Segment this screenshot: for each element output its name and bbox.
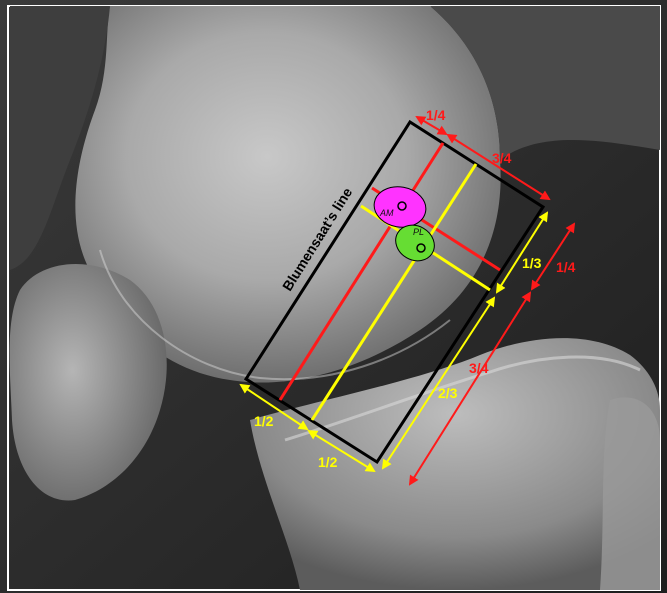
right-three-quarter-label: 3/4 xyxy=(469,360,489,376)
fibula-bone xyxy=(600,397,660,590)
am-label: AM xyxy=(379,208,394,218)
right-two-third-label: 2/3 xyxy=(438,385,458,401)
right-quarter-label: 1/4 xyxy=(556,259,576,275)
bottom-half-right-label: 1/2 xyxy=(318,454,338,470)
pl-label: PL xyxy=(413,227,424,237)
top-quarter-label: 1/4 xyxy=(426,107,446,123)
top-three-quarter-label: 3/4 xyxy=(492,150,512,166)
right-third-label: 1/3 xyxy=(522,255,542,271)
bottom-half-left-label: 1/2 xyxy=(254,413,274,429)
